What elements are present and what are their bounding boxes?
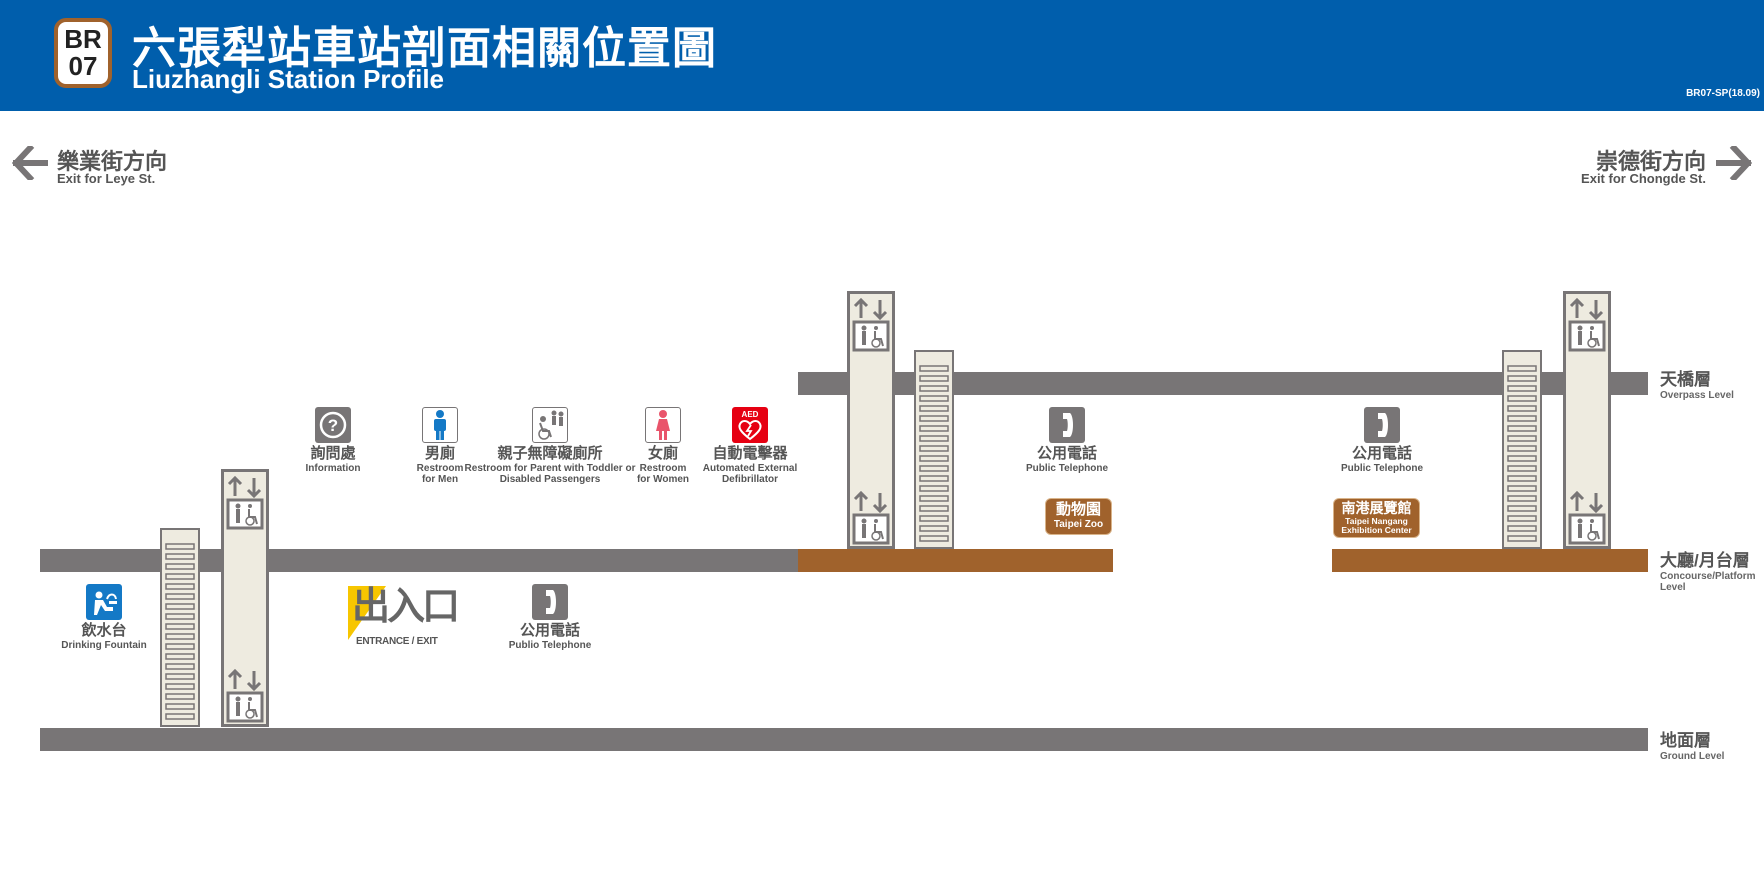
question-icon: ?: [315, 407, 351, 443]
arrow-left-icon: [12, 146, 48, 180]
destination-nangang-en: Taipei Nangang Exhibition Center: [1341, 516, 1412, 535]
entrance-exit-sign: 出入口 ENTRANCE / EXIT: [346, 584, 460, 647]
platform-east: [1332, 549, 1648, 572]
line-code: BR: [64, 24, 102, 54]
level-concourse-en: Concourse/Platform Level: [1660, 571, 1756, 593]
elevator-icon: [852, 489, 890, 545]
stair-west-staircase: [160, 528, 200, 727]
facility-phone-east-en: Public Telephone: [1340, 463, 1424, 474]
facility-phone-ground-zh: 公用電話: [519, 622, 580, 639]
direction-left-en: Exit for Leye St.: [57, 171, 156, 186]
destination-zoo-en: Taipei Zoo: [1053, 519, 1104, 530]
svg-text:?: ?: [328, 416, 338, 435]
stairs-icon: [165, 543, 195, 720]
elevator-icon: [226, 474, 264, 530]
facility-phone-concourse-en: Public Telephone: [1025, 463, 1109, 474]
stairs-icon: [919, 365, 949, 542]
level-label-overpass: 天橋層 Overpass Level: [1660, 365, 1734, 401]
facility-restroom-women-en: Restroom for Women: [636, 463, 690, 485]
stairs-icon: [1507, 365, 1537, 542]
direction-right-en: Exit for Chongde St.: [1581, 171, 1706, 186]
facility-restroom-family-en: Restroom for Parent with Toddler or Disa…: [464, 463, 636, 485]
destination-nangang-exhibition: 南港展覽館 Taipei Nangang Exhibition Center: [1333, 498, 1420, 538]
direction-right-zh: 崇德街方向: [1595, 149, 1706, 174]
page-subtitle: Liuzhangli Station Profile: [132, 64, 444, 94]
facility-phone-east-zh: 公用電話: [1351, 445, 1412, 462]
elevator-icon: [852, 296, 890, 352]
concourse-floor: [40, 549, 800, 572]
facility-restroom-men: 男廁 Restroom for Men: [350, 407, 530, 485]
document-code: BR07-SP(18.09): [1686, 88, 1760, 99]
arrow-right-icon: [1716, 146, 1752, 180]
stair-east-staircase: [1502, 350, 1542, 549]
facility-restroom-women-zh: 女廁: [647, 445, 678, 462]
entrance-marker-icon: [348, 586, 386, 640]
facility-phone-concourse: 公用電話 Public Telephone: [977, 407, 1157, 474]
platform-west: [798, 549, 1113, 572]
level-ground-en: Ground Level: [1660, 751, 1725, 762]
entrance-en: ENTRANCE / EXIT: [356, 636, 438, 647]
facility-aed: AED 自動電擊器 Automated External Defibrillat…: [660, 407, 840, 485]
man-icon: [422, 407, 458, 443]
facility-information-en: Information: [305, 463, 361, 474]
facility-drinking-fountain-en: Drinking Fountain: [61, 640, 147, 651]
level-label-ground: 地面層 Ground Level: [1660, 726, 1724, 762]
facility-phone-concourse-zh: 公用電話: [1036, 445, 1097, 462]
facility-restroom-family-zh: 親子無障礙廁所: [497, 445, 603, 462]
woman-icon: [645, 407, 681, 443]
elevator-icon: [1568, 296, 1606, 352]
phone-icon: [1364, 407, 1400, 443]
elevator-icon: [1568, 489, 1606, 545]
ground-floor: [40, 728, 1648, 751]
overpass-floor: [798, 372, 1648, 395]
facility-restroom-men-en: Restroom for Men: [416, 463, 464, 485]
facility-aed-en: Automated External Defibrillator: [702, 463, 798, 485]
facility-restroom-women: 女廁 Restroom for Women: [573, 407, 753, 485]
page-title: 六張犁站車站剖面相關位置圖: [132, 24, 717, 73]
facility-drinking-fountain-zh: 飲水台: [81, 622, 127, 639]
direction-left-zh: 樂業街方向: [57, 149, 168, 174]
level-concourse-zh: 大廳/月台層: [1660, 551, 1750, 570]
facility-drinking-fountain: 飲水台 Drinking Fountain: [14, 584, 194, 651]
destination-zoo-zh: 動物園: [1055, 501, 1101, 518]
station-code-badge: BR 07: [54, 18, 112, 88]
facility-phone-east: 公用電話 Public Telephone: [1292, 407, 1472, 474]
aed-badge: AED: [741, 409, 759, 419]
facility-phone-ground-en: Publio Telephone: [508, 640, 592, 651]
level-overpass-zh: 天橋層: [1660, 370, 1711, 389]
facility-information: ? 詢問處 Information: [243, 407, 423, 474]
facility-aed-zh: 自動電擊器: [712, 445, 788, 462]
facility-restroom-family: 親子無障礙廁所 Restroom for Parent with Toddler…: [460, 407, 640, 485]
aed-icon: AED: [732, 407, 768, 443]
level-label-concourse: 大廳/月台層 Concourse/Platform Level: [1660, 546, 1760, 593]
stair-center-staircase: [914, 350, 954, 549]
phone-icon: [532, 584, 568, 620]
entrance-zh: 出入口: [352, 586, 460, 628]
station-number: 07: [68, 51, 98, 81]
level-overpass-en: Overpass Level: [1660, 390, 1734, 401]
destination-nangang-zh: 南港展覽館: [1341, 500, 1412, 516]
facility-information-zh: 詢問處: [310, 445, 356, 462]
facility-phone-ground: 公用電話 Publio Telephone: [460, 584, 640, 651]
destination-taipei-zoo: 動物園 Taipei Zoo: [1045, 498, 1112, 535]
drinking-fountain-icon: [86, 584, 122, 620]
elevator-icon: [226, 667, 264, 723]
facility-restroom-men-zh: 男廁: [424, 445, 455, 462]
phone-icon: [1049, 407, 1085, 443]
header-bar: [0, 0, 1764, 111]
level-ground-zh: 地面層: [1660, 731, 1711, 750]
family-wheelchair-icon: [532, 407, 568, 443]
